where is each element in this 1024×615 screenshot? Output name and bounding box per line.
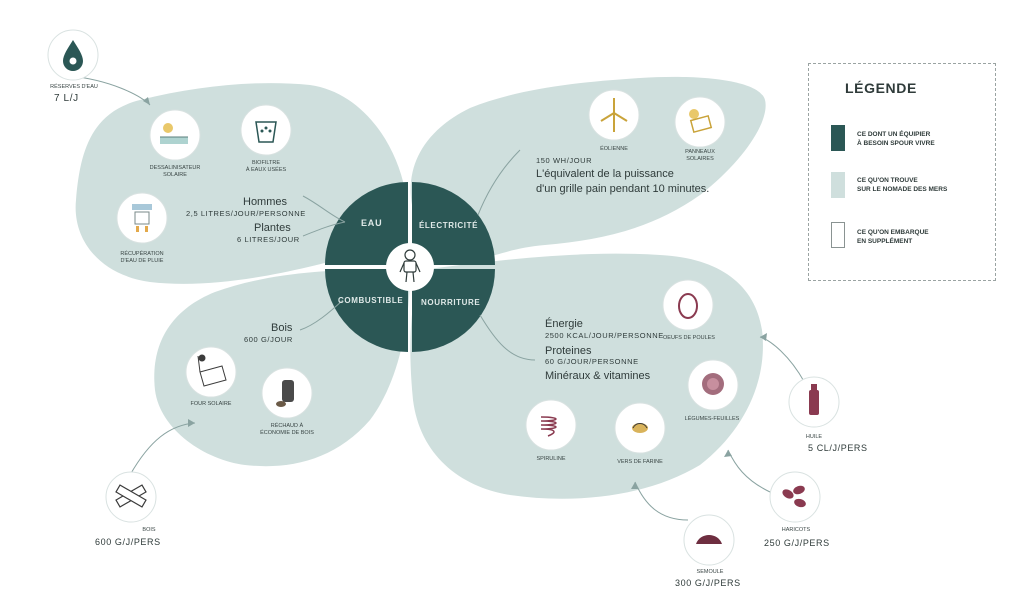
center-circle xyxy=(386,243,434,291)
beans-qty: 250 G/J/PERS xyxy=(764,538,830,548)
quadrant-label-eau: EAU xyxy=(361,218,383,228)
quadrant-label-electricite: ÉLECTRICITÉ xyxy=(419,221,479,230)
oil-label: HUILE xyxy=(805,434,823,440)
proteines-qty: 60 G/JOUR/PERSONNE xyxy=(545,357,639,366)
spirulina-icon xyxy=(540,416,557,437)
egg-icon xyxy=(678,293,698,319)
beans-label: HARICOTS xyxy=(781,527,811,533)
mealworm-label: VERS DE FARINE xyxy=(617,459,663,465)
solar-oven-label: FOUR SOLAIRE xyxy=(190,401,232,407)
wind-turbine-icon xyxy=(600,98,628,132)
energie-title: Énergie xyxy=(545,318,583,330)
leafy-vegetable-icon xyxy=(702,373,724,395)
solar-desalinator-icon xyxy=(160,123,188,144)
quadrant-label-nourriture: NOURRITURE xyxy=(421,298,481,307)
legend-swatch-white xyxy=(831,222,845,248)
egg-label: OEUFS DE POULES xyxy=(663,335,715,341)
quadrant-electricite xyxy=(412,182,495,265)
quadrant-eau xyxy=(325,182,408,265)
hommes-qty: 2,5 LITRES/JOUR/PERSONNE xyxy=(186,209,306,218)
eolienne-label: ÉOLIENNE xyxy=(600,146,628,152)
mineraux-title: Minéraux & vitamines xyxy=(545,370,651,382)
electricite-line1: L'équivalent de la puissance xyxy=(536,168,674,180)
solar-oven-icon xyxy=(197,354,227,387)
wood-icon xyxy=(115,484,147,508)
spirulina-label: SPIRULINE xyxy=(536,456,566,462)
energie-qty: 2500 KCAL/JOUR/PERSONNE xyxy=(545,331,664,340)
semolina-icon xyxy=(696,535,722,544)
bois-extra-qty: 600 G/J/PERS xyxy=(95,537,161,547)
hommes-title: Hommes xyxy=(243,196,288,208)
quadrant-label-combustible: COMBUSTIBLE xyxy=(338,296,404,305)
solar-panel-icon xyxy=(689,109,713,134)
plantes-qty: 6 LITRES/JOUR xyxy=(237,235,300,244)
electricite-qty: 150 WH/JOUR xyxy=(536,156,593,165)
center-disk xyxy=(325,182,495,352)
electricite-line2: d'un grille pain pendant 10 minutes. xyxy=(536,183,710,195)
legend-swatch-light xyxy=(831,172,845,198)
reserve-label: RÉSERVES D'EAU xyxy=(50,84,98,90)
bois-qty: 600 G/JOUR xyxy=(244,335,293,344)
wood-stove-icon xyxy=(276,380,294,407)
semolina-label: SEMOULE xyxy=(696,569,724,575)
arrowheads xyxy=(143,97,767,489)
mealworm-icon xyxy=(632,423,648,433)
bois-title: Bois xyxy=(271,322,293,334)
reserve-qty: 7 L/J xyxy=(54,93,79,104)
leafy-label: LÉGUMES-FEUILLES xyxy=(684,416,740,422)
astronaut-icon xyxy=(399,249,421,283)
beans-icon xyxy=(782,485,806,508)
oil-qty: 5 CL/J/PERS xyxy=(808,443,868,453)
semolina-qty: 300 G/J/PERS xyxy=(675,578,741,588)
bois-extra-label: BOIS xyxy=(142,527,156,533)
water-drop-icon xyxy=(63,40,83,71)
rain-collector-icon xyxy=(132,204,152,232)
biofilter-icon xyxy=(255,121,277,143)
legend-swatch-dark xyxy=(831,125,845,151)
legend-title: LÉGENDE xyxy=(845,80,917,96)
quadrant-nourriture xyxy=(412,269,495,352)
quadrant-combustible xyxy=(325,269,408,352)
proteines-title: Proteines xyxy=(545,345,592,357)
oil-bottle-icon xyxy=(809,384,819,415)
plantes-title: Plantes xyxy=(254,222,291,234)
